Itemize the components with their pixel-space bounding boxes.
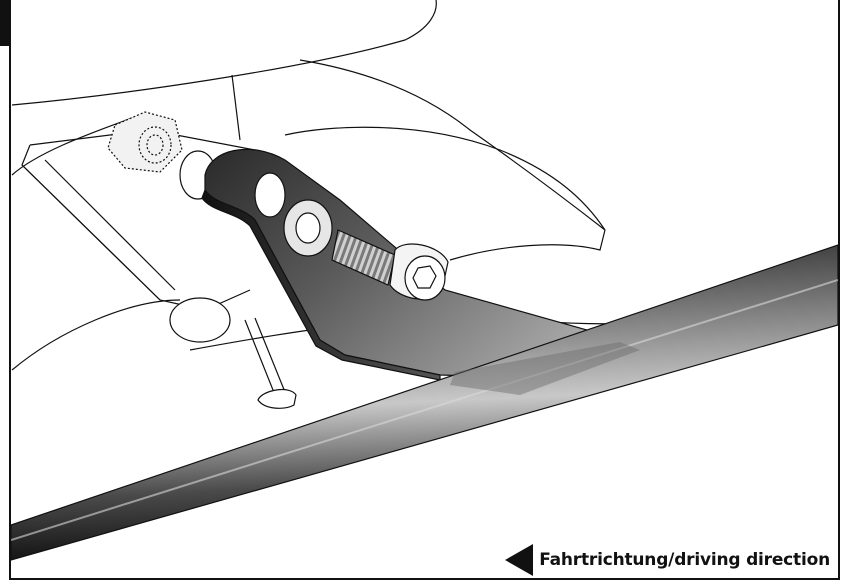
fairing-tip [449, 229, 606, 261]
tube-rod [11, 244, 838, 561]
body-outline-upper [11, 114, 141, 176]
triangle-left-icon [505, 544, 534, 576]
hex-nut [107, 111, 183, 173]
lower-curve [11, 299, 181, 371]
washer-hole [295, 212, 321, 244]
bracket-edge [201, 188, 441, 381]
body-outline-top [11, 0, 437, 106]
fairing-inner [284, 126, 606, 231]
bolt-head [257, 388, 297, 409]
fairing-line [299, 59, 606, 231]
bolt-thread [331, 229, 396, 286]
bracket-shadow [450, 342, 640, 395]
bolt-shank [244, 317, 286, 396]
page-corner-tab [0, 0, 9, 46]
driving-direction-caption: Fahrtrichtung/driving direction [505, 544, 830, 576]
mount-block-face [21, 164, 161, 301]
fairing-edge [231, 74, 241, 141]
hex-socket-icon [412, 265, 437, 289]
lower-spacer [169, 297, 231, 343]
driving-direction-label: Fahrtrichtung/driving direction [539, 550, 830, 570]
bracket-hole [254, 172, 286, 218]
mount-block-inner [44, 159, 176, 291]
tube-highlight [11, 279, 838, 541]
